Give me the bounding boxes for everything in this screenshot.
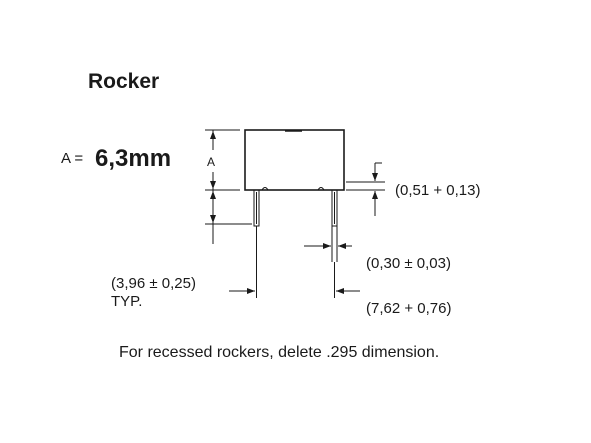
pin-offset-label: (0,51 + 0,13) [395,182,480,199]
switch-body [244,129,345,191]
pin-length-label: (3,96 ± 0,25) [111,275,196,292]
diagram-title: Rocker [88,70,159,93]
pin-spacing-label: (7,62 + 0,76) [366,300,451,317]
height-marker-label: A [207,155,215,169]
pin-offset-dimension: (0,51 + 0,13) [346,162,480,216]
height-dimension: A [205,129,252,244]
pin-width-label: (0,30 ± 0,03) [366,255,451,272]
dimension-a-prefix: A = [61,150,83,167]
pin-length-note: TYP. [111,293,142,310]
left-pin [253,189,260,227]
right-pin [331,189,338,227]
pin-spacing-dimension: (3,96 ± 0,25) TYP. (7,62 + 0,76) [111,226,451,317]
dimension-a-value: 6,3mm [95,145,171,172]
pin-width-dimension: (0,30 ± 0,03) [304,226,451,272]
footnote: For recessed rockers, delete .295 dimens… [119,344,439,361]
